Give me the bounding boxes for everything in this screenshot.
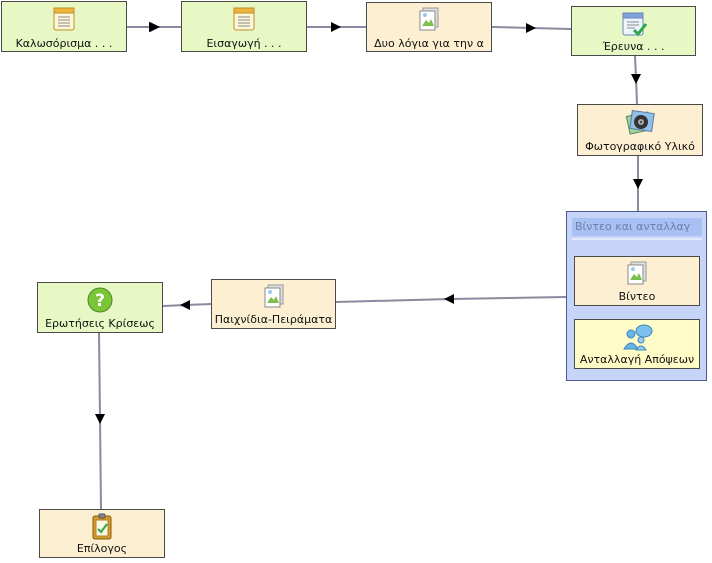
arrow-head xyxy=(633,179,643,189)
arrow-head xyxy=(95,414,105,424)
arrow-head xyxy=(631,74,641,84)
clipboard-icon xyxy=(90,513,114,544)
node-label: Παιχνίδια-Πειράματα xyxy=(214,313,333,326)
picture-document-icon xyxy=(417,6,441,35)
notepad-icon xyxy=(232,5,256,34)
node-label: Έρευνα . . . xyxy=(602,40,665,53)
node-label: Βίντεο xyxy=(618,290,656,303)
arrow-head xyxy=(150,22,160,32)
notepad-icon xyxy=(52,5,76,34)
picture-document-icon xyxy=(625,260,649,289)
node-label: Εισαγωγή . . . xyxy=(206,37,282,50)
node-label: Ερωτήσεις Κρίσεως xyxy=(45,317,155,330)
node-photo[interactable]: Φωτογραφικό Υλικό xyxy=(577,104,703,156)
group-video-exchange[interactable]: Βίντεο και ανταλλαγ Βίντεο Ανταλλαγή Από… xyxy=(566,211,707,381)
node-research[interactable]: Έρευνα . . . xyxy=(571,6,696,56)
node-exchange[interactable]: Ανταλλαγή Απόψεων xyxy=(574,319,700,369)
node-epilogue[interactable]: Επίλογος xyxy=(39,509,165,558)
arrow-head xyxy=(444,294,454,304)
question-icon: ? xyxy=(86,286,114,317)
edge-group-games xyxy=(335,296,567,303)
node-questions[interactable]: ? Ερωτήσεις Κρίσεως xyxy=(37,282,163,333)
node-label: Επίλογος xyxy=(76,542,128,555)
group-title: Βίντεο και ανταλλαγ xyxy=(572,218,702,236)
people-chat-icon xyxy=(620,323,654,354)
node-label: Φωτογραφικό Υλικό xyxy=(585,140,695,153)
node-label: Δυο λόγια για την α xyxy=(374,37,484,50)
picture-document-icon xyxy=(262,283,286,312)
node-label: Ανταλλαγή Απόψεων xyxy=(579,353,695,366)
film-reel-icon xyxy=(625,109,655,140)
edge-about-research xyxy=(491,26,572,30)
node-welcome[interactable]: Καλωσόρισμα . . . xyxy=(1,1,127,52)
arrow-head xyxy=(526,23,536,33)
group-divider xyxy=(572,238,702,240)
notepad-check-icon xyxy=(619,10,649,41)
arrow-head xyxy=(331,22,341,32)
node-about[interactable]: Δυο λόγια για την α xyxy=(366,2,492,52)
svg-text:?: ? xyxy=(95,291,105,311)
node-label: Καλωσόρισμα . . . xyxy=(15,37,113,50)
node-video[interactable]: Βίντεο xyxy=(574,256,700,306)
arrow-head xyxy=(180,300,190,310)
node-intro[interactable]: Εισαγωγή . . . xyxy=(181,1,307,52)
edge-questions-epilogue xyxy=(98,332,102,510)
node-games[interactable]: Παιχνίδια-Πειράματα xyxy=(211,279,336,329)
